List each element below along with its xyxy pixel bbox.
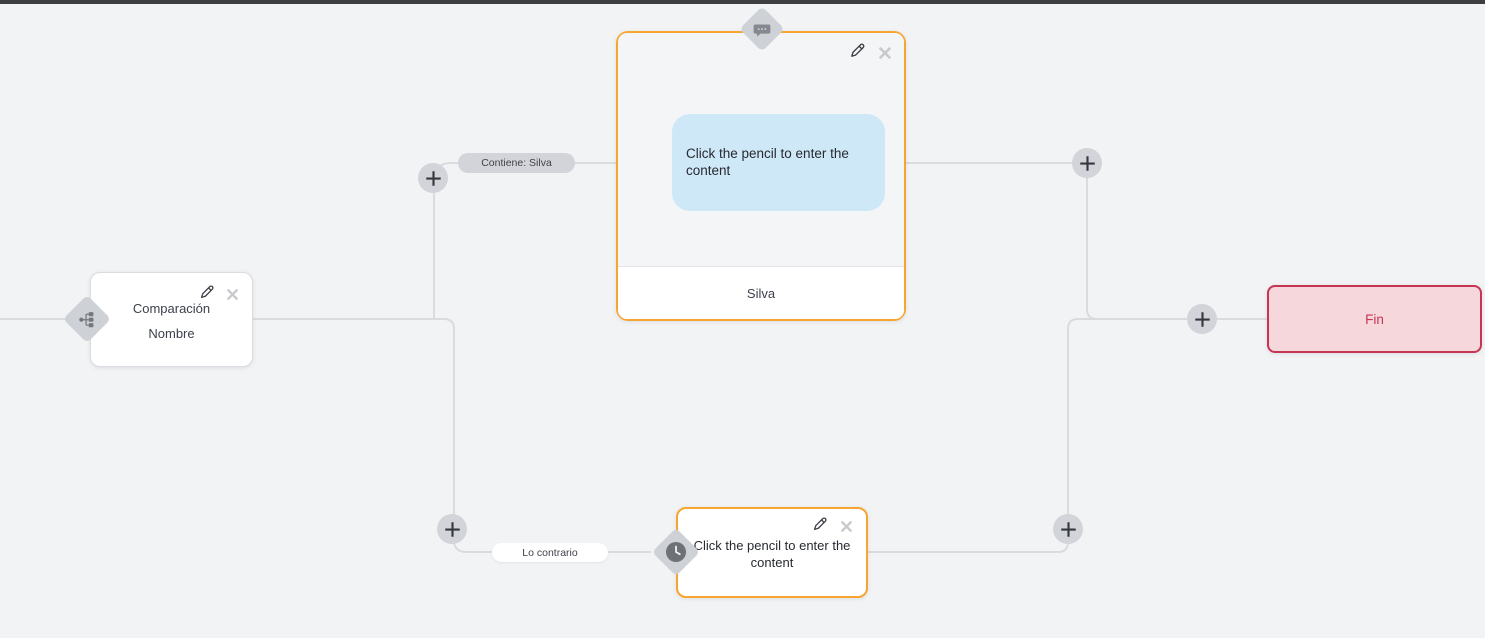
connector-path: [433, 162, 616, 319]
pencil-icon: [813, 517, 826, 530]
branch-icon: [79, 311, 96, 328]
end-node[interactable]: Fin: [1267, 285, 1482, 353]
comparison-node[interactable]: Comparación Nombre: [90, 272, 253, 367]
pencil-icon: [851, 43, 865, 57]
edge-label-text: Lo contrario: [522, 546, 578, 559]
edge-label-text: Contiene: Silva: [481, 157, 552, 169]
end-node-label: Fin: [1365, 311, 1384, 327]
add-node-button[interactable]: [1187, 304, 1217, 334]
message-footer-label: Silva: [746, 285, 776, 301]
delete-node-button[interactable]: [875, 43, 895, 63]
close-icon: [840, 520, 852, 532]
node-title: Comparación Nombre: [91, 296, 252, 346]
top-edge-bar: [0, 0, 1485, 4]
connector-path: [1086, 163, 1098, 320]
plus-icon: [1194, 311, 1210, 327]
clock-icon: [665, 541, 687, 563]
plus-icon: [1079, 155, 1095, 171]
message-node[interactable]: Click the pencil to enter the content Si…: [616, 31, 906, 321]
plus-icon: [1060, 521, 1076, 537]
edit-node-button[interactable]: [196, 282, 216, 302]
add-node-button[interactable]: [437, 514, 467, 544]
edge-label-condition-false: Lo contrario: [492, 543, 608, 562]
pencil-icon: [200, 285, 213, 298]
edit-node-button[interactable]: [809, 514, 829, 534]
connector-path: [253, 318, 651, 553]
node-title-line1: Comparación: [132, 301, 211, 316]
close-icon: [226, 288, 238, 300]
plus-icon: [444, 521, 460, 537]
wait-node[interactable]: Click the pencil to enter the content: [676, 507, 868, 598]
message-node-footer: Silva: [618, 266, 904, 319]
message-node-type-badge: [739, 6, 785, 52]
delete-node-button[interactable]: [836, 516, 856, 536]
message-content-placeholder: Click the pencil to enter the content: [686, 146, 849, 178]
chat-bubble-icon: [753, 20, 772, 39]
node-title-line2: Nombre: [148, 326, 195, 341]
close-icon: [879, 47, 891, 59]
add-node-button[interactable]: [1053, 514, 1083, 544]
add-node-button[interactable]: [1072, 148, 1102, 178]
edge-label-condition-true: Contiene: Silva: [458, 153, 575, 173]
wait-node-type-badge: [651, 527, 701, 577]
message-content-bubble: Click the pencil to enter the content: [672, 114, 885, 211]
comparison-node-type-badge: [62, 294, 112, 344]
connector-path: [868, 318, 1267, 553]
wait-content-placeholder: Click the pencil to enter the content: [693, 538, 851, 570]
delete-node-button[interactable]: [222, 284, 242, 304]
edit-node-button[interactable]: [847, 41, 867, 61]
plus-icon: [425, 170, 441, 186]
add-node-button[interactable]: [418, 163, 448, 193]
